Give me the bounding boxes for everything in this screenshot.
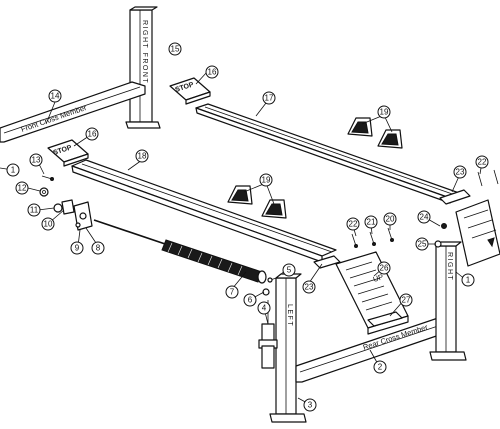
right-rear-post (429, 241, 467, 361)
callout-18: 18 (135, 149, 149, 163)
callout-17: 17 (262, 91, 276, 105)
callout-15: 15 (168, 42, 182, 56)
up-label: UP (372, 272, 385, 284)
svg-text:9: 9 (75, 244, 80, 253)
left-post (269, 273, 307, 423)
stop-plate-upper (169, 77, 211, 105)
right-label: RIGHT (446, 252, 453, 281)
svg-text:14: 14 (51, 92, 60, 101)
svg-text:26: 26 (380, 264, 389, 273)
svg-text:6: 6 (248, 296, 253, 305)
svg-text:24: 24 (420, 213, 429, 222)
runway-18 (71, 159, 337, 263)
svg-text:17: 17 (265, 94, 274, 103)
front-cross-member (0, 81, 146, 143)
svg-text:25: 25 (418, 240, 427, 249)
washer-6 (262, 288, 270, 296)
callout-14: 14 (48, 89, 62, 103)
svg-text:5: 5 (287, 266, 292, 275)
bolt-10 (61, 199, 75, 215)
callout-19b: 19 (259, 173, 273, 187)
callout-16a: 16 (205, 65, 219, 79)
callout-22a: 22 (346, 217, 360, 231)
svg-text:12: 12 (18, 184, 27, 193)
callout-3: 3 (303, 398, 317, 412)
callout-6: 6 (243, 293, 257, 307)
pin-set-22-upper (477, 169, 499, 187)
svg-text:22: 22 (478, 158, 487, 167)
hydraulic-cylinder (258, 300, 278, 369)
callout-5: 5 (282, 263, 296, 277)
ramp-26 (335, 251, 409, 335)
callout-11: 11 (27, 203, 41, 217)
svg-text:21: 21 (367, 218, 376, 227)
callout-1a: 1 (6, 163, 20, 177)
svg-text:10: 10 (44, 220, 53, 229)
callout-20: 20 (383, 212, 397, 226)
callout-16b: 16 (85, 127, 99, 141)
svg-text:3: 3 (308, 401, 313, 410)
callout-21: 21 (364, 215, 378, 229)
bearing-plate (73, 201, 93, 231)
callout-27: 27 (399, 293, 413, 307)
svg-text:20: 20 (386, 215, 395, 224)
bracket-23-upper (439, 189, 471, 205)
washer-24 (441, 223, 447, 229)
svg-text:19: 19 (380, 108, 389, 117)
svg-text:4: 4 (262, 304, 267, 313)
svg-text:19: 19 (262, 176, 271, 185)
callout-7: 7 (225, 285, 239, 299)
callout-1b: 1 (461, 273, 475, 287)
callout-23a: 23 (302, 280, 316, 294)
svg-text:1: 1 (11, 166, 16, 175)
svg-text:23: 23 (456, 168, 465, 177)
stop-plate-left (47, 139, 89, 167)
svg-text:7: 7 (230, 288, 235, 297)
left-label: LEFT (286, 304, 293, 327)
svg-text:13: 13 (32, 156, 41, 165)
bracket-23-lower (313, 255, 341, 269)
svg-text:8: 8 (96, 244, 101, 253)
callout-13: 13 (29, 153, 43, 167)
svg-text:1: 1 (466, 276, 471, 285)
svg-text:22: 22 (349, 220, 358, 229)
svg-text:18: 18 (138, 152, 147, 161)
svg-text:27: 27 (402, 296, 411, 305)
callout-26: 26 (377, 261, 391, 275)
nut-11 (53, 203, 63, 213)
plate-27 (367, 311, 403, 327)
callout-2: 2 (373, 360, 387, 374)
svg-text:2: 2 (378, 363, 383, 372)
ramp-right (455, 199, 500, 267)
svg-text:16: 16 (88, 130, 97, 139)
callout-23b: 23 (453, 165, 467, 179)
wheel-chocks-lower (227, 185, 287, 219)
wheel-chocks-upper (347, 117, 403, 149)
svg-text:16: 16 (208, 68, 217, 77)
callout-8: 8 (91, 241, 105, 255)
callout-19a: 19 (377, 105, 391, 119)
pin-13 (41, 175, 54, 181)
right-front-label: RIGHT FRONT (141, 20, 148, 84)
callout-10: 10 (41, 217, 55, 231)
callout-22b: 22 (475, 155, 489, 169)
callout-24: 24 (417, 210, 431, 224)
pin-set-20-22 (351, 227, 394, 248)
svg-text:23: 23 (305, 283, 314, 292)
callout-4: 4 (257, 301, 271, 315)
callout-25: 25 (415, 237, 429, 251)
svg-text:15: 15 (171, 45, 180, 54)
washer-12 (39, 187, 49, 197)
callout-12: 12 (15, 181, 29, 195)
svg-text:11: 11 (30, 206, 39, 215)
callout-9: 9 (70, 241, 84, 255)
shaft-spring-assembly (93, 219, 267, 284)
